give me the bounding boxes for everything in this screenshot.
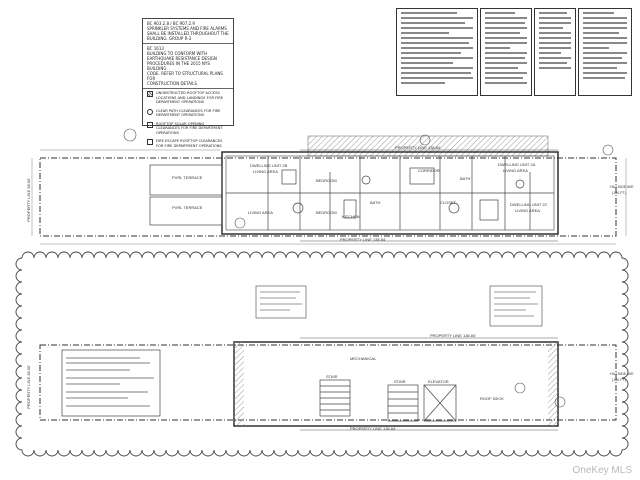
callout-box-right: [489, 285, 543, 327]
legend-header-line: SPRINKLER SYSTEMS AND FIRE ALARMS: [147, 26, 227, 31]
general-notes-4: [578, 8, 632, 96]
room-label: LIVING AREA: [248, 210, 273, 215]
legend-row: FIRE ESCAPE ROOFTOP CLEARANCES FOR FIRE …: [143, 137, 233, 150]
street-label: HILLSIDE AVE: [610, 185, 634, 189]
room-label: MECHANICAL: [350, 356, 377, 361]
legend-header-line: SHALL BE INSTALLED THROUGHOUT THE: [147, 31, 229, 36]
room-label: BEDROOM: [316, 210, 337, 215]
legend-subheader-line: CONSTRUCTION DETAILS: [147, 81, 197, 86]
room-label: PVRL TERRACE: [172, 175, 203, 180]
room-label: DWELLING UNIT 2C: [510, 202, 548, 207]
square-symbol-icon: [147, 121, 153, 128]
callout-box-left: [255, 285, 307, 319]
room-label: STAIR: [394, 379, 406, 384]
terrace-upper: [149, 164, 223, 196]
roof-edge-hatch-right: [548, 342, 558, 426]
room-label: KITCHEN: [342, 214, 360, 219]
onekey-watermark: OneKey MLS: [572, 465, 632, 476]
property-line-label-top: PROPERTY LINE 138.84': [395, 145, 441, 150]
roof-edge-hatch-left: [234, 342, 244, 426]
revision-cloud: [15, 251, 629, 457]
property-line-label-left-lower: PROPERTY LINE 38.00': [26, 365, 31, 409]
legend-subheader-line: EARTHQUAKE RESISTANCE DESIGN: [147, 56, 217, 61]
room-label: ROOF DECK: [480, 396, 504, 401]
legend-header-line: BC 903.2.8 / BC 907.2.9: [147, 21, 195, 26]
lot-outline-lower: [39, 344, 617, 421]
notes-block-lower: [61, 349, 161, 417]
circle-symbol-icon: [147, 108, 153, 115]
legend-row: UNOBSTRUCTED ROOFTOP ACCESS LOCATIONS AN…: [143, 88, 233, 107]
property-line-label-top-lower: PROPERTY LINE 138.84': [430, 333, 476, 338]
legend-subheader-line: BUILDING TO CONFORM WITH: [147, 51, 208, 56]
hatch-square-icon: [147, 91, 153, 97]
legend-row-text: CLEAR PATH CLEARANCES FOR FIRE DEPARTMEN…: [156, 108, 221, 118]
room-label: ELEVATOR: [428, 379, 449, 384]
legend-row-text: ROOFTOP SOLAR OPENING CLEARANCES FOR FIR…: [156, 121, 223, 135]
revision-cloud-path: [15, 251, 629, 457]
general-notes-1: [396, 8, 478, 96]
room-label: BEDROOM: [316, 178, 337, 183]
room-label: PVRL TERRACE: [172, 205, 203, 210]
room-label: BATH: [460, 176, 471, 181]
legend-subheader-line: BC 1613: [147, 46, 164, 51]
terrace-lower: [149, 196, 223, 226]
street-width-label-lower: (100 FT.): [612, 378, 627, 382]
property-line-label-bottom-lower: PROPERTY LINE 138.84': [350, 426, 396, 431]
building-outline-lower: [233, 341, 559, 427]
legend-row: ROOFTOP SOLAR OPENING CLEARANCES FOR FIR…: [143, 120, 233, 138]
legend-header: BC 903.2.8 / BC 907.2.9 SPRINKLER SYSTEM…: [143, 19, 233, 43]
dashed-square-icon: [147, 139, 153, 145]
legend-row-text: FIRE ESCAPE ROOFTOP CLEARANCES FOR FIRE …: [156, 139, 223, 148]
legend-subheader-line: CODE. REFER TO STRUCTURAL PLANS FOR: [147, 71, 223, 81]
legend-box: BC 903.2.8 / BC 907.2.9 SPRINKLER SYSTEM…: [142, 18, 234, 148]
top-floor-plan: [31, 128, 627, 245]
legend-subheader-line: PROCEDURES IN THE 2015 NYS BUILDING: [147, 61, 210, 71]
room-label: DWELLING UNIT 2A: [498, 162, 536, 167]
room-label: DWELLING UNIT 2B: [250, 163, 288, 168]
room-label: LIVING AREA: [515, 208, 540, 213]
general-notes-2: [480, 8, 532, 96]
legend-row-text: UNOBSTRUCTED ROOFTOP ACCESS LOCATIONS AN…: [156, 91, 224, 104]
room-label: LIVING AREA: [253, 169, 278, 174]
bottom-floor-plan: [39, 285, 617, 431]
property-line-label-left: PROPERTY LINE 38.00': [26, 178, 31, 222]
legend-row: CLEAR PATH CLEARANCES FOR FIRE DEPARTMEN…: [143, 107, 233, 120]
room-label: BATH: [370, 200, 381, 205]
street-width-label: (100 FT.): [612, 191, 627, 195]
legend-subheader: BC 1613 BUILDING TO CONFORM WITH EARTHQU…: [143, 43, 233, 88]
property-line-label-bottom: PROPERTY LINE 138.84': [340, 237, 386, 242]
lot-outline: [39, 157, 617, 237]
room-label: STAIR: [326, 374, 338, 379]
street-label-lower: HILLSIDE AVE: [610, 372, 634, 376]
room-label: CLOSET: [440, 200, 457, 205]
general-notes-3: [534, 8, 576, 96]
room-label: CORRIDOR: [418, 168, 440, 173]
legend-header-line: BUILDING. GROUP R-3: [147, 36, 192, 41]
room-label: LIVING AREA: [503, 168, 528, 173]
